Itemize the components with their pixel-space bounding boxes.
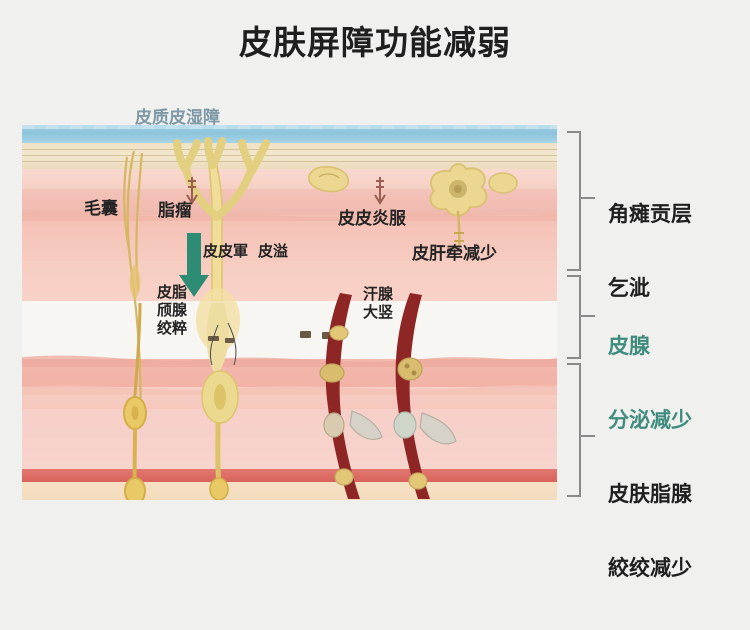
- layer-gap-white: [22, 301, 557, 359]
- annotation-stratum-corneum: 角瘫贡层 乞泚: [608, 152, 692, 350]
- down-arrow-small-1: [186, 177, 198, 205]
- label-sweat-line2: 大竖: [363, 303, 394, 321]
- label-top-barrier: 皮质皮湿障: [135, 108, 220, 128]
- annotation-stratum-corneum-line2: 乞泚: [608, 275, 650, 300]
- gland-body-deep: [196, 288, 240, 500]
- debris-mark-2: [225, 338, 234, 343]
- debris-mark-3: [300, 331, 311, 338]
- annotation-skin-sebaceous-line1: 皮肤脂腺: [608, 481, 692, 506]
- annotation-sebaceous-secretion-line1: 皮腺: [608, 333, 650, 358]
- layer-surface-water: [22, 125, 557, 143]
- down-arrow-small-2: [374, 177, 386, 205]
- hair-shaft-bulb-left: [129, 265, 141, 300]
- label-sebum-tumor: 脂瘤: [158, 201, 192, 221]
- label-sweat-line1: 汗腺: [363, 285, 394, 303]
- page-title: 皮肤屏障功能减弱: [239, 23, 511, 62]
- label-dermal-reduction: 皮肝牵减少: [412, 244, 497, 264]
- sebum-blob-2: [488, 172, 518, 194]
- skin-cross-section: [22, 125, 557, 500]
- layer-dermis-deep: [22, 409, 557, 469]
- label-sebaceous-line1: 皮脂: [157, 283, 188, 301]
- annotation-skin-sebaceous: 皮肤脂腺 絞绞减少: [608, 432, 692, 630]
- sweat-gland-right: [393, 293, 457, 499]
- sebum-blob-1: [308, 166, 349, 193]
- layer-stratum-corneum: [22, 143, 557, 169]
- diagram-canvas: 皮肤屏障功能减弱: [22, 23, 692, 580]
- annotation-skin-sebaceous-line2: 絞绞减少: [608, 555, 692, 580]
- label-mid-left: 皮皮軍: [203, 242, 249, 260]
- label-sebaceous-line2: 颀腺: [157, 301, 188, 319]
- sebaceous-gland-left-lower: [124, 477, 146, 500]
- sebaceous-gland-left-upper: [123, 396, 147, 430]
- layer-dermis-upper: [22, 215, 557, 301]
- label-dermal-inflammation: 皮皮炎服: [338, 209, 406, 229]
- sebum-decrease-arrow: [179, 233, 209, 297]
- annotation-stratum-corneum-line1: 角瘫贡层: [608, 201, 692, 226]
- gland-branches: [173, 137, 270, 221]
- annotation-sebaceous-secretion-line2: 分泌减少: [608, 407, 692, 432]
- label-hair-follicle: 毛囊: [84, 199, 118, 219]
- label-sebaceous-line3: 绞粹: [157, 319, 188, 337]
- label-mid-right: 皮溢: [258, 242, 289, 260]
- sebaceous-gland-right-upper: [429, 163, 488, 217]
- sweat-gland-left: [319, 293, 383, 499]
- callout-lines: [209, 322, 237, 366]
- annotation-sebaceous-secretion: 皮腺 分泌减少: [608, 284, 692, 482]
- sebaceous-duct-tree: [207, 154, 223, 301]
- sebaceous-gland-right-tail: [456, 210, 461, 248]
- annotation-brackets: [567, 131, 595, 497]
- skin-structures-overlay: [22, 137, 557, 500]
- layer-epidermis-upper: [22, 169, 557, 189]
